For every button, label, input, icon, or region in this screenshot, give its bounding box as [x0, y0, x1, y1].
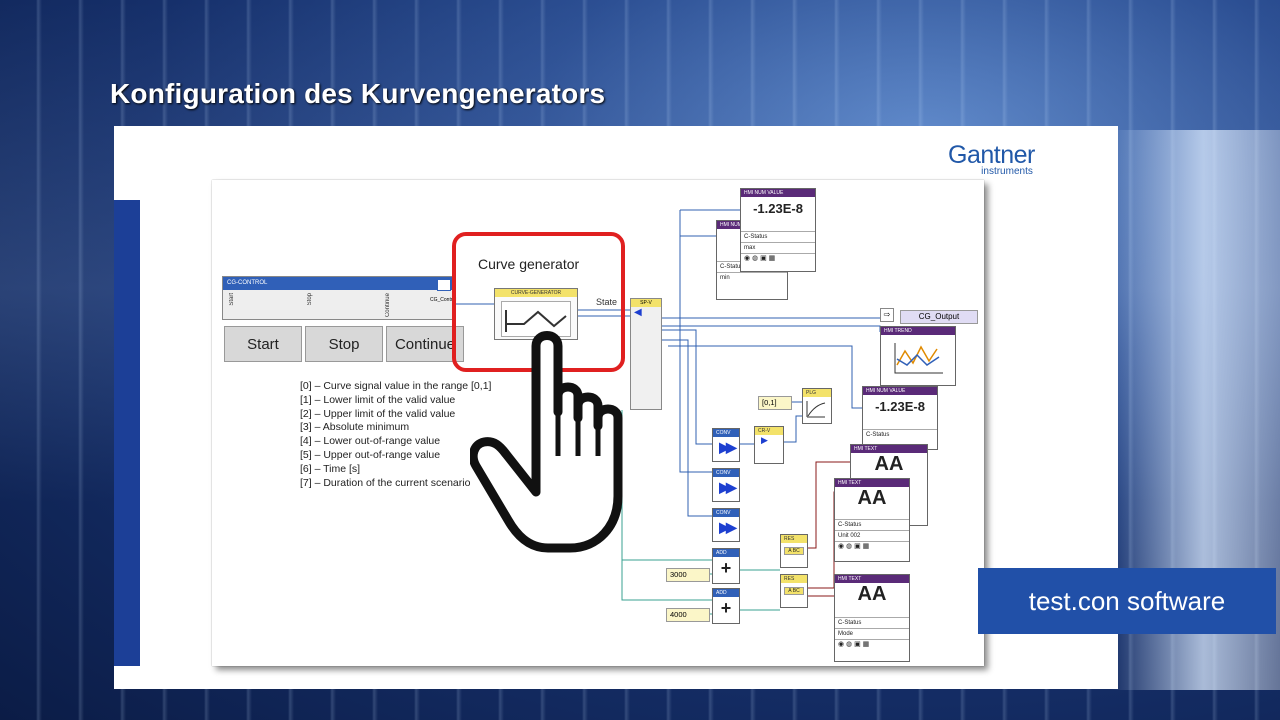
spv-block[interactable]: SP-V ◀ — [630, 298, 662, 410]
hmi-text-3[interactable]: HMI TEXT AA C-Status Mode ◉ ◍ ▣ ▦ — [834, 574, 910, 662]
hmi-num-value-2[interactable]: HMI NUM VALUE -1.23E-8 C-Status — [862, 386, 938, 450]
legend-line: [1] – Lower limit of the valid value — [300, 393, 456, 406]
hmi-header: HMI TEXT — [835, 575, 909, 583]
diagram-screenshot: CG-CONTROL Start Stop Continue CG_Contro… — [212, 180, 984, 666]
cg-control-block[interactable]: CG-CONTROL Start Stop Continue CG_Contro… — [222, 276, 456, 320]
add-input[interactable]: 3000 — [666, 568, 710, 582]
add-header: ADD — [713, 549, 739, 557]
conv-block[interactable]: CONV ▶▶ — [712, 508, 740, 542]
slide-side-bar — [114, 200, 140, 666]
logo-sub: instruments — [981, 166, 1033, 177]
software-badge: test.con software — [978, 568, 1276, 634]
res-block[interactable]: RES A BC — [780, 574, 808, 608]
conv-block[interactable]: CONV ▶▶ — [712, 468, 740, 502]
hmi-row: C-Status — [741, 231, 815, 242]
plus-icon: + — [720, 558, 732, 578]
curve-icon — [501, 301, 571, 337]
crv-header: CR-V — [755, 427, 783, 435]
ctrl-label-stop: Stop — [307, 293, 313, 306]
hmi-tool-icons: ◉ ◍ ▣ ▦ — [741, 253, 815, 264]
conv-header: CONV — [713, 469, 739, 477]
conv-header: CONV — [713, 429, 739, 437]
hmi-header: HMI TREND — [881, 327, 955, 335]
legend-line: [4] – Lower out-of-range value — [300, 435, 441, 448]
plg-input[interactable]: [0,1] — [758, 396, 792, 410]
ctrl-label-cgcontrol: CG_Control — [430, 297, 457, 303]
curve-generator-label: Curve generator — [478, 256, 580, 272]
legend-line: [7] – Duration of the current scenario — [300, 476, 471, 489]
ctrl-label-start: Start — [229, 293, 235, 306]
pointing-hand-icon — [470, 331, 623, 553]
hmi-aa: AA — [874, 453, 904, 475]
plus-icon: + — [720, 598, 732, 618]
play-icon: ◀ — [634, 307, 642, 318]
ctrl-output-icon — [437, 279, 451, 291]
spv-header: SP-V — [631, 299, 661, 307]
crv-block[interactable]: CR-V ▶ — [754, 426, 784, 464]
legend-line: [3] – Absolute minimum — [300, 421, 410, 434]
hmi-header: HMI NUM VALUE — [863, 387, 937, 395]
conv-block[interactable]: CONV ▶▶ — [712, 428, 740, 462]
hmi-row: C-Status — [835, 519, 909, 530]
hmi-row: C-Status — [863, 429, 937, 440]
hmi-trend[interactable]: HMI TREND — [880, 326, 956, 386]
stop-button[interactable]: Stop — [305, 326, 383, 362]
fast-forward-icon: ▶▶ — [715, 479, 737, 495]
legend-line: [5] – Upper out-of-range value — [300, 448, 441, 461]
ctrl-label-continue: Continue — [385, 293, 391, 318]
page-title: Konfiguration des Kurvengenerators — [110, 78, 606, 109]
control-buttons: Start Stop Continue — [224, 326, 464, 362]
fast-forward-icon: ▶▶ — [715, 519, 737, 535]
hmi-aa: AA — [857, 583, 887, 605]
hmi-header: HMI TEXT — [835, 479, 909, 487]
logo-main: Gantner — [948, 141, 1035, 169]
hmi-row: min — [717, 272, 787, 283]
plg-header: PLG — [803, 389, 831, 397]
hmi-value: -1.23E-8 — [875, 399, 925, 414]
fast-forward-icon: ▶▶ — [715, 439, 737, 455]
hmi-tool-icons: ◉ ◍ ▣ ▦ — [835, 541, 909, 552]
res-inner: A BC — [784, 547, 804, 555]
add-input[interactable]: 4000 — [666, 608, 710, 622]
hmi-header: HMI TEXT — [851, 445, 927, 453]
add-block[interactable]: ADD + — [712, 548, 740, 584]
hmi-row: Mode — [835, 628, 909, 639]
output-port-icon: ⇨ — [880, 308, 894, 322]
hmi-tool-icons: ◉ ◍ ▣ ▦ — [835, 639, 909, 650]
gantner-logo: Gantner instruments — [948, 141, 1035, 178]
add-header: ADD — [713, 589, 739, 597]
hmi-header: HMI NUM VALUE — [741, 189, 815, 197]
hmi-num-value-max[interactable]: HMI NUM VALUE -1.23E-8 C-Status max ◉ ◍ … — [740, 188, 816, 272]
cg-control-header: CG-CONTROL — [223, 277, 455, 290]
hmi-text-2[interactable]: HMI TEXT AA C-Status Unit 002 ◉ ◍ ▣ ▦ — [834, 478, 910, 562]
plg-curve-icon — [806, 401, 826, 418]
res-header: RES — [781, 575, 807, 583]
cg-output-label[interactable]: CG_Output — [900, 310, 978, 324]
hmi-value: -1.23E-8 — [753, 201, 803, 216]
legend-line: [0] – Curve signal value in the range [0… — [300, 380, 492, 392]
play-icon: ▶ — [761, 435, 768, 445]
add-block[interactable]: ADD + — [712, 588, 740, 624]
curve-generator-header: CURVE-GENERATOR — [495, 289, 577, 297]
res-header: RES — [781, 535, 807, 543]
hmi-row: C-Status — [835, 617, 909, 628]
hmi-row: Unit 002 — [835, 530, 909, 541]
start-button[interactable]: Start — [224, 326, 302, 362]
continue-button[interactable]: Continue — [386, 326, 464, 362]
output-legend: [0] – Curve signal value in the range [0… — [300, 380, 491, 490]
res-inner: A BC — [784, 587, 804, 595]
res-block[interactable]: RES A BC — [780, 534, 808, 568]
legend-line: [2] – Upper limit of the valid value — [300, 407, 456, 420]
hmi-row: max — [741, 242, 815, 253]
trend-icon — [894, 343, 943, 374]
plg-block[interactable]: PLG — [802, 388, 832, 424]
conv-header: CONV — [713, 509, 739, 517]
hmi-aa: AA — [857, 487, 887, 509]
curve-generator-block[interactable]: CURVE-GENERATOR — [494, 288, 578, 340]
legend-line: [6] – Time [s] — [300, 462, 361, 475]
state-label: State — [596, 297, 618, 307]
